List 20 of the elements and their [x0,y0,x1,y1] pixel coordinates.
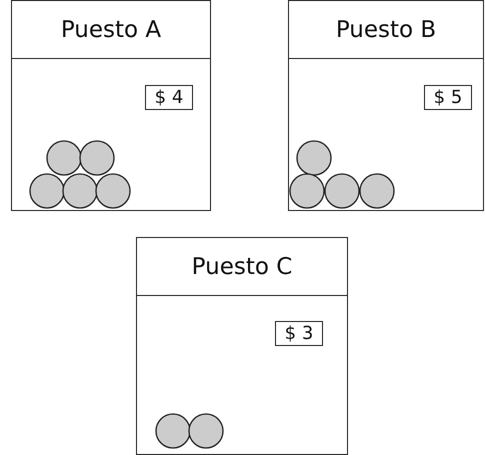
ball-circle [188,413,224,449]
stall-heading: Puesto A [12,1,210,59]
ball-circle [296,140,332,176]
ball-circle [62,173,98,209]
ball-circle [29,173,65,209]
stall-heading: Puesto C [137,238,347,296]
price-tag: $ 5 [424,85,472,110]
price-tag: $ 3 [275,321,323,346]
ball-circle [155,413,191,449]
ball-circle [289,173,325,209]
ball-circle [359,173,395,209]
stall-box [288,0,484,211]
stall-box [11,0,211,211]
price-tag: $ 4 [145,85,193,110]
ball-circle [324,173,360,209]
ball-circle [79,140,115,176]
ball-circle [95,173,131,209]
stall-box [136,237,348,455]
stall-heading: Puesto B [289,1,483,59]
ball-circle [46,140,82,176]
